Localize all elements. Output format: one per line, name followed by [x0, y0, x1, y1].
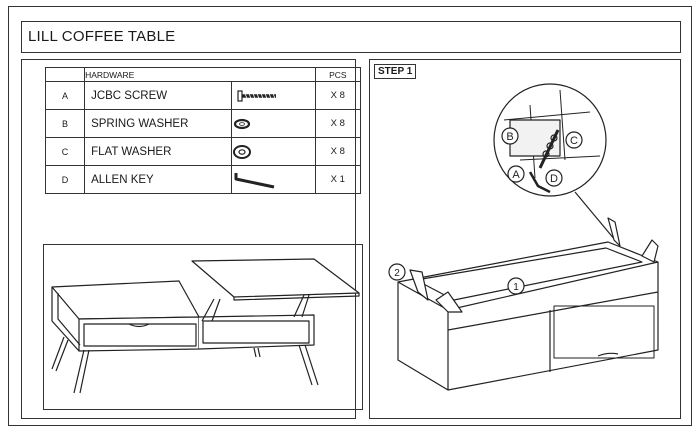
step-panel: STEP 1: [369, 59, 681, 419]
flat-washer-icon: [232, 144, 251, 159]
allen-key-icon: [234, 172, 274, 188]
row-name: SPRING WASHER: [84, 109, 232, 138]
row-name: FLAT WASHER: [84, 137, 232, 166]
row-qty: X 1: [314, 165, 362, 194]
row-letter: C: [44, 137, 86, 166]
header-hardware: HARDWARE: [84, 67, 316, 82]
row-letter: B: [44, 109, 86, 138]
screw-icon: [237, 89, 276, 102]
callout-d: D: [550, 173, 558, 185]
table-header: HARDWARE PCS: [44, 67, 362, 82]
step-diagram: B C A D 1 2: [388, 83, 659, 391]
hardware-panel: HARDWARE PCS A JCBC SCREW X 8 B SPRING W…: [21, 59, 363, 419]
spring-washer-icon: [233, 118, 250, 129]
table-illustration: [43, 244, 363, 410]
row-qty: X 8: [314, 137, 362, 166]
table-row: A JCBC SCREW X 8: [44, 81, 362, 110]
row-name: JCBC SCREW: [84, 81, 232, 110]
callout-one: 1: [513, 282, 519, 293]
page-title: LILL COFFEE TABLE: [28, 28, 176, 45]
row-name: ALLEN KEY: [84, 165, 232, 194]
row-letter: D: [44, 165, 86, 194]
step-label: STEP 1: [374, 64, 417, 79]
table-row: B SPRING WASHER X 8: [44, 109, 362, 138]
coffee-table-drawing: [51, 258, 360, 394]
hardware-table: HARDWARE PCS A JCBC SCREW X 8 B SPRING W…: [44, 67, 362, 194]
row-qty: X 8: [314, 81, 362, 110]
table-row: D ALLEN KEY X 1: [44, 165, 362, 194]
callout-c: C: [570, 135, 578, 147]
callout-b: B: [506, 131, 513, 143]
title-bar: LILL COFFEE TABLE: [21, 21, 681, 53]
row-qty: X 8: [314, 109, 362, 138]
callout-two: 2: [394, 268, 400, 279]
instruction-sheet: LILL COFFEE TABLE HARDWARE PCS A JCBC SC…: [8, 6, 692, 426]
callout-a: A: [512, 169, 520, 181]
header-pcs: PCS: [314, 67, 362, 82]
table-row: C FLAT WASHER X 8: [44, 137, 362, 166]
row-letter: A: [44, 81, 86, 110]
